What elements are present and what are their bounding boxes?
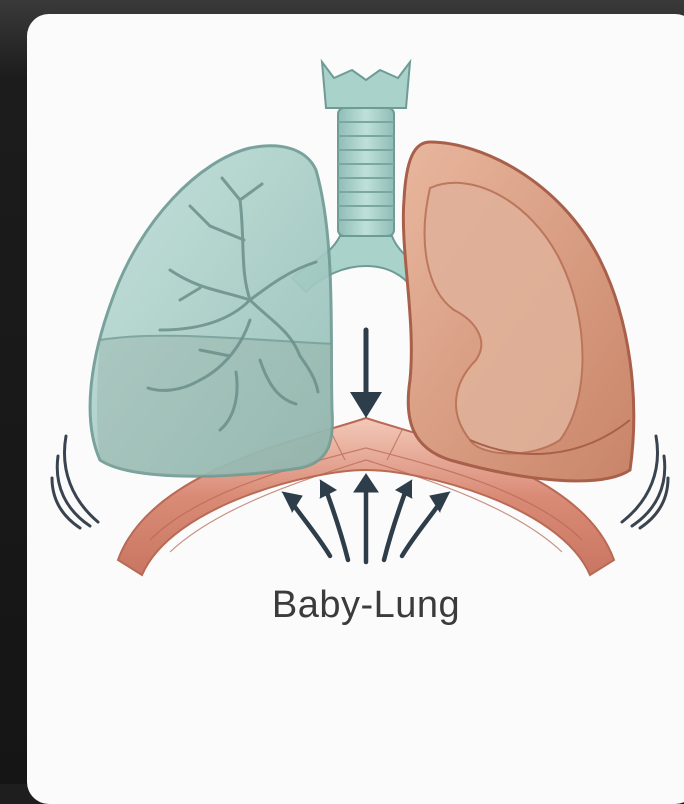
lung-diagram [0, 0, 684, 784]
right-lung [403, 142, 633, 481]
up-arrows-icon [282, 474, 450, 562]
left-lung [90, 146, 332, 476]
diagram-caption: Baby-Lung [0, 584, 684, 627]
down-arrow-icon [350, 330, 382, 418]
left-motion-lines-icon [52, 436, 98, 528]
